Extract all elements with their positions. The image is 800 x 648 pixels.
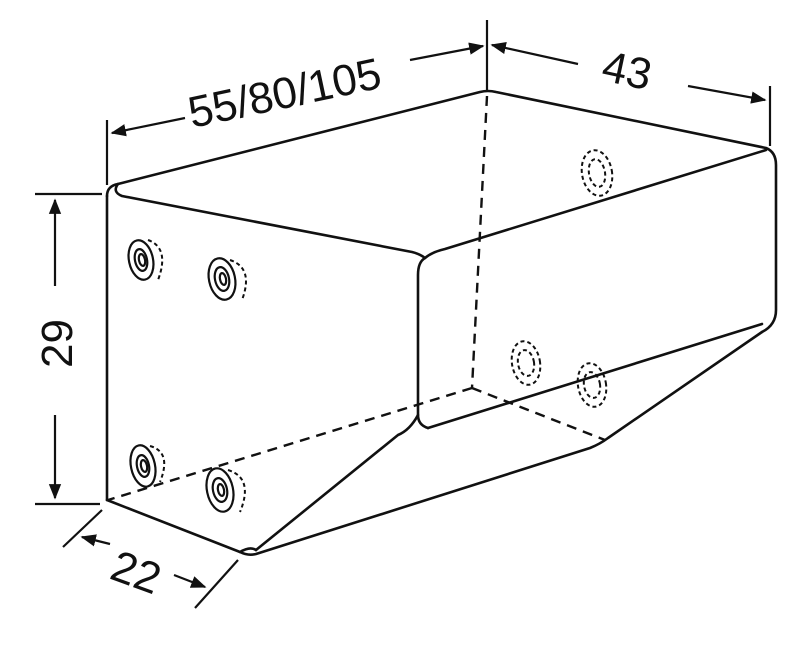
width-label: 22 <box>105 541 168 604</box>
bracket-body <box>105 89 778 556</box>
threaded-hole-4 <box>205 467 246 513</box>
hidden-hole-top <box>580 149 614 197</box>
dimension-length <box>105 20 489 185</box>
dimension-width <box>62 509 239 609</box>
height-label: 29 <box>33 319 82 368</box>
hidden-hole-bottom <box>576 362 608 408</box>
hidden-hole-middle <box>510 340 542 386</box>
threaded-hole-1 <box>127 239 164 281</box>
dimension-height <box>35 192 102 506</box>
hidden-edges <box>107 95 606 502</box>
threaded-hole-3 <box>129 444 166 488</box>
dimension-depth <box>490 41 772 146</box>
threaded-hole-2 <box>207 257 247 301</box>
depth-label: 43 <box>598 42 656 100</box>
